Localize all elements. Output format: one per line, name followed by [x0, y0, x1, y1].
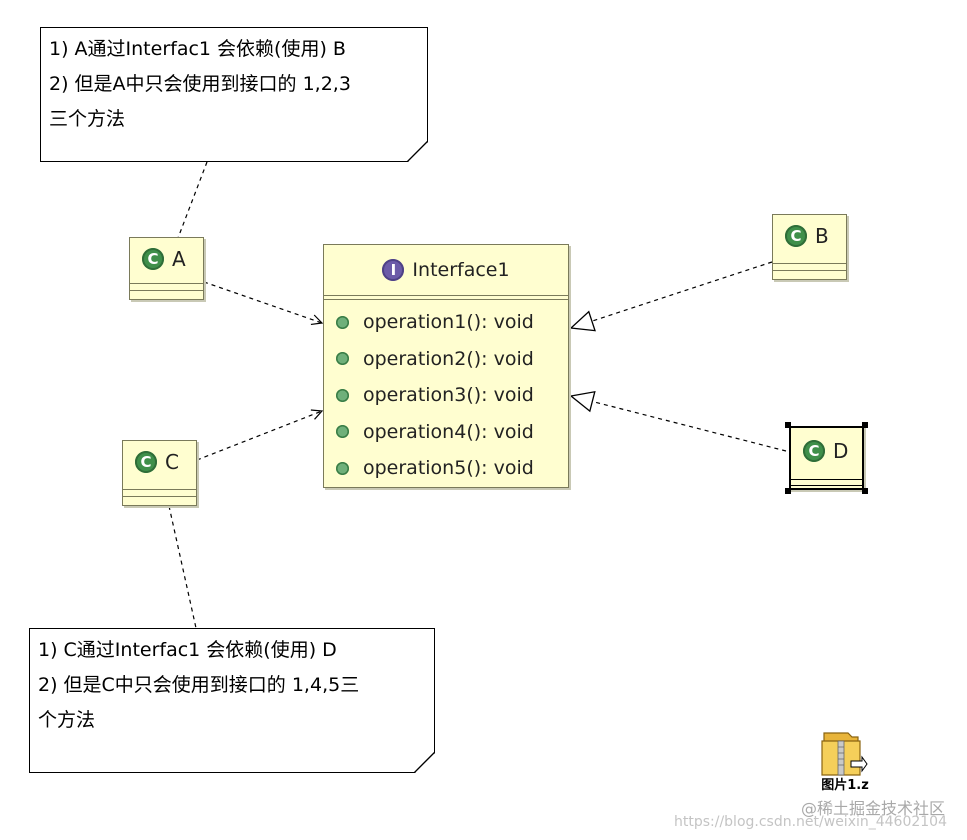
class-a-header: C A [130, 238, 203, 274]
dependency-a-interface1 [203, 281, 322, 323]
class-a-divider [130, 283, 203, 284]
note-c-link [168, 505, 197, 629]
zip-folder-icon[interactable] [818, 727, 868, 787]
class-d-divider [791, 485, 862, 486]
selection-handle[interactable] [862, 422, 868, 428]
class-d-name: D [833, 439, 849, 463]
class-icon: C [142, 248, 164, 270]
public-method-icon [336, 425, 349, 439]
note-c-line-2: 2) 但是C中只会使用到接口的 1,4,5三 [38, 674, 360, 696]
class-c-header: C C [123, 441, 196, 477]
operation-item[interactable]: operation5(): void [324, 450, 568, 487]
class-icon: C [785, 225, 807, 247]
selection-handle[interactable] [785, 422, 791, 428]
note-fold-icon [414, 752, 435, 773]
note-a-line-3: 三个方法 [49, 108, 126, 130]
class-c-name: C [165, 450, 179, 474]
interface1-name: Interface1 [412, 259, 510, 281]
class-a-name: A [172, 247, 186, 271]
public-method-icon [336, 388, 349, 402]
selection-handle[interactable] [862, 488, 868, 494]
operation-signature: operation2(): void [363, 347, 534, 370]
interface1-box[interactable]: I Interface1 operation1(): void operatio… [323, 244, 569, 488]
watermark-url: https://blog.csdn.net/weixin_44602104 [673, 814, 947, 830]
note-fold-icon [407, 141, 428, 162]
public-method-icon [336, 461, 349, 475]
public-method-icon [336, 315, 349, 329]
operation-item[interactable]: operation4(): void [324, 414, 568, 451]
interface1-divider [324, 295, 568, 300]
class-a-divider [130, 290, 203, 291]
class-b-header: C B [773, 215, 846, 251]
operation-list: operation1(): void operation2(): void op… [324, 300, 568, 487]
realization-d-interface1 [571, 396, 787, 452]
operation-signature: operation3(): void [363, 384, 534, 407]
operation-signature: operation5(): void [363, 457, 534, 480]
class-b-name: B [815, 224, 829, 248]
note-c-line-1: 1) C通过Interfac1 会依赖(使用) D [38, 639, 337, 661]
note-a-line-2: 2) 但是A中只会使用到接口的 1,2,3 [49, 73, 351, 95]
operation-item[interactable]: operation2(): void [324, 341, 568, 378]
selection-handle[interactable] [785, 488, 791, 494]
class-c[interactable]: C C [122, 440, 197, 506]
dependency-c-interface1 [196, 411, 322, 461]
class-icon: C [803, 440, 825, 462]
note-c-line-3: 个方法 [38, 709, 96, 731]
public-method-icon [336, 352, 349, 366]
class-b-divider [773, 263, 846, 264]
class-b-divider [773, 270, 846, 271]
class-d[interactable]: C D [789, 426, 864, 490]
class-a[interactable]: C A [129, 237, 204, 300]
class-d-header: C D [791, 428, 862, 464]
class-icon: C [135, 451, 157, 473]
operation-signature: operation4(): void [363, 420, 534, 443]
watermark-juejin: @稀土掘金技术社区 [800, 799, 945, 818]
class-d-divider [791, 479, 862, 480]
note-a-line-1: 1) A通过Interfac1 会依赖(使用) B [49, 38, 346, 60]
note-a-link [177, 161, 208, 239]
interface1-header: I Interface1 [324, 245, 568, 295]
note-a[interactable]: 1) A通过Interfac1 会依赖(使用) B 2) 但是A中只会使用到接口… [40, 27, 428, 162]
class-b[interactable]: C B [772, 214, 847, 280]
realization-b-interface1 [571, 261, 773, 328]
interface-icon: I [382, 259, 405, 281]
note-c[interactable]: 1) C通过Interfac1 会依赖(使用) D 2) 但是C中只会使用到接口… [29, 628, 435, 773]
class-c-divider [123, 489, 196, 490]
operation-item[interactable]: operation3(): void [324, 377, 568, 414]
class-c-divider [123, 496, 196, 497]
operation-signature: operation1(): void [363, 311, 534, 334]
file-label[interactable]: 图片1.z [821, 778, 869, 793]
operation-item[interactable]: operation1(): void [324, 304, 568, 341]
